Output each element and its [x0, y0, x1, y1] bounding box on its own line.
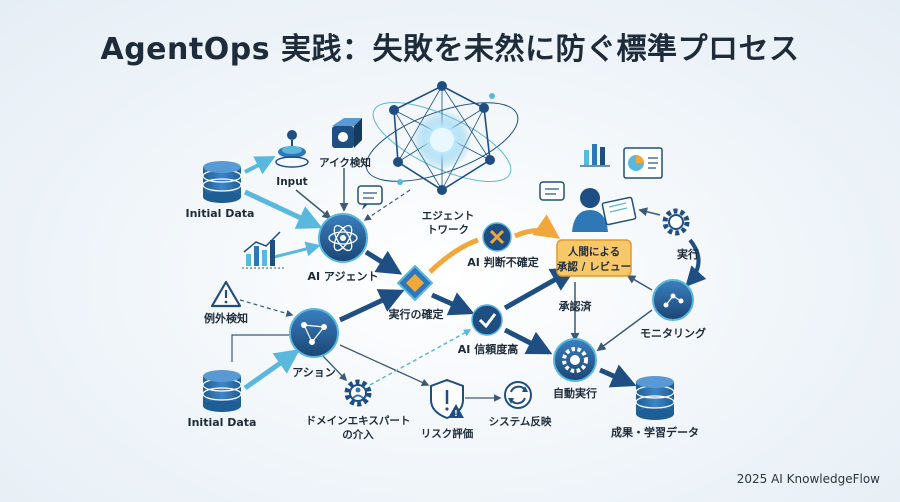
page-title: AgentOps 実践：失敗を未然に防ぐ標準プロセス [100, 32, 800, 67]
approved-label: 承認済 [559, 299, 593, 313]
footer-credit: 2025 AI KnowledgeFlow [736, 472, 880, 486]
database-icon [635, 376, 675, 420]
arrow-exception-to-action [239, 299, 294, 317]
pie-chart-icon [623, 147, 663, 179]
input-label: Input [276, 176, 307, 188]
shield-warning-icon: ! [430, 378, 464, 420]
system-reflect-label: システム反映 [489, 415, 552, 428]
arrow-chart-to-agent [269, 241, 321, 260]
ai-agent-label: AI アジェント [308, 270, 379, 283]
connections [231, 156, 707, 402]
ai-confident-label: AI 信頼度高 [458, 342, 518, 356]
sync-icon [504, 381, 532, 409]
action-label: アション [292, 366, 336, 379]
ai-uncertain-label: AI 判断不確定 [467, 255, 538, 269]
gear-icon [662, 208, 690, 236]
bar-chart-icon [242, 231, 284, 269]
action-icon [289, 308, 339, 358]
human-review-label-2: 承認 / レビュー [557, 260, 631, 273]
database-icon [202, 370, 242, 412]
arrow-monitor-to-human [626, 275, 653, 291]
arrow-agent-to-confirm [364, 249, 403, 275]
auto-execute-label: 自動実行 [553, 386, 597, 400]
exception-detect-label: 例外検知 [204, 311, 248, 325]
arrow-execute-loop [685, 238, 707, 287]
svg-text:!: ! [454, 409, 458, 418]
arrow-action-to-confirm [338, 289, 405, 323]
line-bracket [231, 334, 290, 362]
arrow-initial-to-agent [243, 189, 323, 229]
chat-bubble-icon [357, 185, 383, 210]
auto-execute-gear-icon [553, 338, 597, 382]
bar-chart-icon [580, 144, 610, 167]
cube-icon [332, 118, 362, 148]
execute-label: 実行 [677, 247, 699, 261]
intent-detect-label: アイク検知 [319, 156, 371, 169]
warning-icon [210, 280, 242, 308]
reviewer-person-icon [572, 188, 637, 232]
arrow-expert-to-confident [369, 329, 472, 386]
domain-expert-label-1: ドメインエキスパート [306, 415, 411, 427]
input-icon [275, 130, 309, 168]
initial-data-top-label: Initial Data [186, 207, 255, 220]
arrow-confident-to-auto [503, 327, 553, 355]
arrow-initial2-to-action [243, 349, 301, 391]
agent-network-label-2: トワーク [427, 224, 469, 236]
arrow-monitor-to-auto [596, 309, 653, 352]
human-review-box [556, 239, 632, 277]
arrow-uncertain-to-human [513, 214, 561, 239]
monitoring-icon [652, 279, 694, 321]
database-icon [202, 161, 242, 203]
arrow-data-to-input [244, 156, 276, 175]
monitoring-label: モニタリング [640, 326, 706, 340]
initial-data-bottom-label: Initial Data [188, 416, 257, 429]
domain-expert-label-2: の介入 [342, 428, 374, 441]
arrow-confirm-to-confident [430, 292, 475, 316]
agent-network-label-1: エジェント [422, 210, 475, 222]
close-icon [482, 222, 512, 252]
arrow-network-to-agent [363, 189, 411, 221]
decision-diamond-icon [396, 264, 434, 302]
results-data-label: 成果・学習データ [611, 425, 699, 439]
expert-gear-icon [344, 379, 372, 407]
execution-confirm-label: 実行の確定 [389, 307, 444, 321]
arrow-input-to-agent [295, 189, 332, 220]
chat-bubble-icon [539, 181, 565, 201]
risk-eval-label: リスク評価 [421, 427, 474, 440]
arrow-action-to-risk [339, 344, 430, 386]
agent-network-icon [365, 81, 519, 195]
arrow-gear-to-human [638, 207, 661, 217]
arrow-confirm-to-uncertain [428, 237, 479, 274]
arrow-auto-to-results [598, 364, 637, 388]
check-icon [471, 304, 503, 336]
ai-agent-icon [318, 213, 368, 263]
human-review-label-1: 人間による [568, 245, 620, 258]
arrow-action-to-expert [321, 354, 348, 382]
